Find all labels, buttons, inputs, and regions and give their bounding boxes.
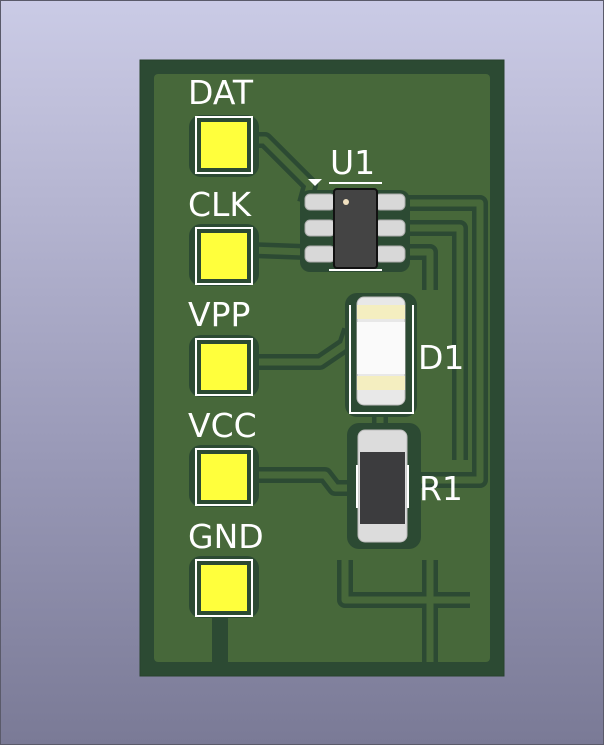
- pad-label-clk: CLK: [188, 185, 252, 224]
- u1-chip[interactable]: U1: [300, 143, 410, 272]
- pad-label-dat: DAT: [188, 73, 254, 112]
- pad-gnd[interactable]: GND: [188, 517, 264, 618]
- pad-dat[interactable]: DAT: [188, 73, 259, 177]
- pad-vpp[interactable]: VPP: [188, 295, 259, 397]
- pad-label-vpp: VPP: [188, 295, 250, 334]
- pin1-marker-icon: [308, 179, 322, 186]
- u1-label: U1: [330, 143, 375, 182]
- pad-label-vcc: VCC: [188, 406, 257, 445]
- pad-vcc[interactable]: VCC: [188, 406, 259, 507]
- pad-clk[interactable]: CLK: [188, 185, 259, 286]
- r1-resistor[interactable]: R1: [347, 423, 463, 549]
- d1-led[interactable]: D1: [345, 293, 464, 417]
- r1-label: R1: [419, 469, 463, 508]
- d1-label: D1: [418, 338, 464, 377]
- pad-label-gnd: GND: [188, 517, 264, 556]
